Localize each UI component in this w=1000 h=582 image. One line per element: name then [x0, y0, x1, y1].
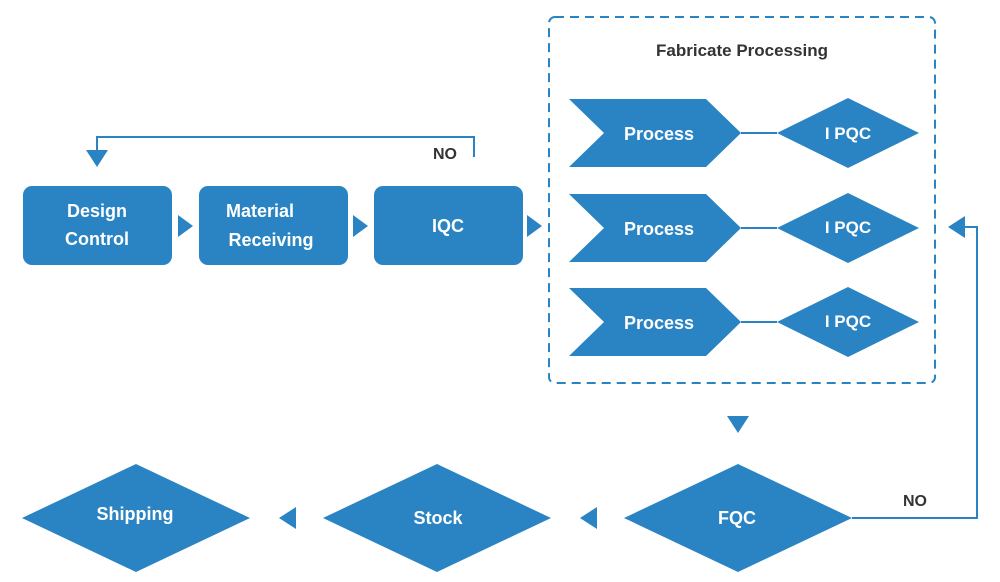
process-chevron[interactable] [569, 99, 741, 167]
process-row: Process I PQC [569, 98, 919, 168]
process-label: Process [624, 219, 694, 239]
ipqc-label: I PQC [825, 218, 871, 237]
loop-arrow-down-icon [86, 150, 108, 167]
design-control-label-line1: Design [67, 201, 127, 221]
design-control-box [23, 186, 172, 265]
iqc-step[interactable]: IQC [374, 186, 523, 265]
fqc-no-loop-line [852, 226, 978, 519]
design-control-label-line2: Control [65, 229, 129, 249]
fqc-no-label: NO [903, 493, 927, 510]
arrow-left-icon [279, 507, 296, 529]
material-receiving-label-line2: Receiving [228, 230, 313, 250]
arrow-right-icon [353, 215, 368, 237]
ipqc-diamond[interactable] [777, 287, 919, 357]
ipqc-label: I PQC [825, 124, 871, 143]
shipping-diamond [22, 464, 250, 572]
stock-label: Stock [413, 508, 463, 528]
shipping-step[interactable]: Shipping [22, 464, 250, 572]
stock-step[interactable]: Stock [323, 464, 551, 572]
material-receiving-step[interactable]: Material Receiving [199, 186, 348, 265]
process-label: Process [624, 313, 694, 333]
process-row: Process I PQC [569, 193, 919, 263]
iqc-no-label: NO [433, 146, 457, 163]
iqc-label: IQC [432, 216, 464, 236]
iqc-no-loop-line [96, 136, 475, 157]
stock-diamond [323, 464, 551, 572]
fabricate-processing-group [548, 16, 936, 384]
process-label: Process [624, 124, 694, 144]
arrow-right-icon [527, 215, 542, 237]
process-chevron[interactable] [569, 288, 741, 356]
arrow-left-icon [580, 507, 597, 529]
group-title: Fabricate Processing [656, 41, 828, 60]
fqc-step[interactable]: FQC [624, 464, 852, 572]
ipqc-diamond[interactable] [777, 98, 919, 168]
arrow-down-icon [727, 416, 749, 433]
shipping-label: Shipping [97, 504, 174, 524]
arrow-right-icon [178, 215, 193, 237]
process-chevron[interactable] [569, 194, 741, 262]
design-control-step[interactable]: Design Control [23, 186, 172, 265]
ipqc-label: I PQC [825, 312, 871, 331]
fqc-label: FQC [718, 508, 756, 528]
iqc-box [374, 186, 523, 265]
ipqc-diamond[interactable] [777, 193, 919, 263]
material-receiving-label-line1: Material [226, 201, 294, 221]
material-receiving-box [199, 186, 348, 265]
fqc-diamond [624, 464, 852, 572]
process-row: Process I PQC [569, 287, 919, 357]
loop-arrow-left-icon [948, 216, 965, 238]
